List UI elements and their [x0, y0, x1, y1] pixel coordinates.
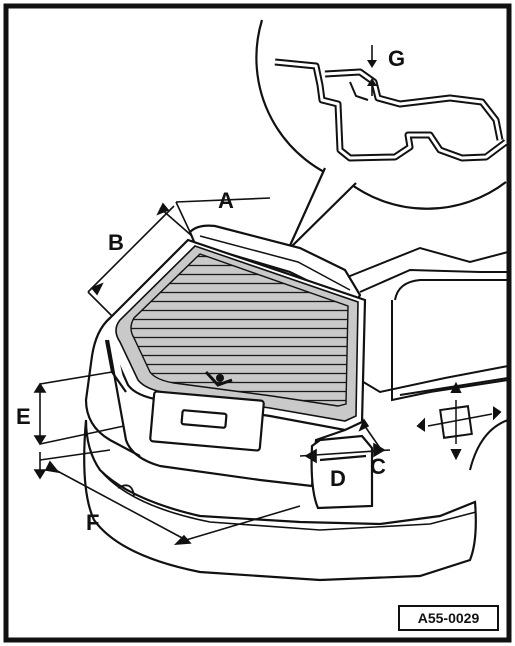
label-f: F — [86, 510, 99, 535]
dimension-a-line — [175, 197, 271, 203]
label-g: G — [388, 46, 405, 71]
label-c: C — [370, 454, 386, 479]
reference-code: A55-0029 — [418, 610, 480, 626]
rear-window-glass — [130, 253, 349, 407]
side-marker-symbol — [416, 381, 502, 461]
license-plate — [149, 390, 265, 452]
rear-wiper — [204, 370, 233, 387]
car-side-panel — [339, 246, 509, 471]
dimension-lines — [33, 197, 391, 545]
label-b: B — [108, 230, 124, 255]
label-a: A — [218, 188, 234, 213]
tailgate — [103, 224, 367, 432]
dimension-b-line — [87, 205, 175, 293]
detail-callout — [255, 19, 509, 251]
label-d: D — [330, 466, 346, 491]
label-e: E — [16, 404, 31, 429]
reference-code-box: A55-0029 — [398, 605, 499, 631]
dimension-f-line — [47, 465, 187, 541]
left-tail-light — [84, 317, 141, 457]
